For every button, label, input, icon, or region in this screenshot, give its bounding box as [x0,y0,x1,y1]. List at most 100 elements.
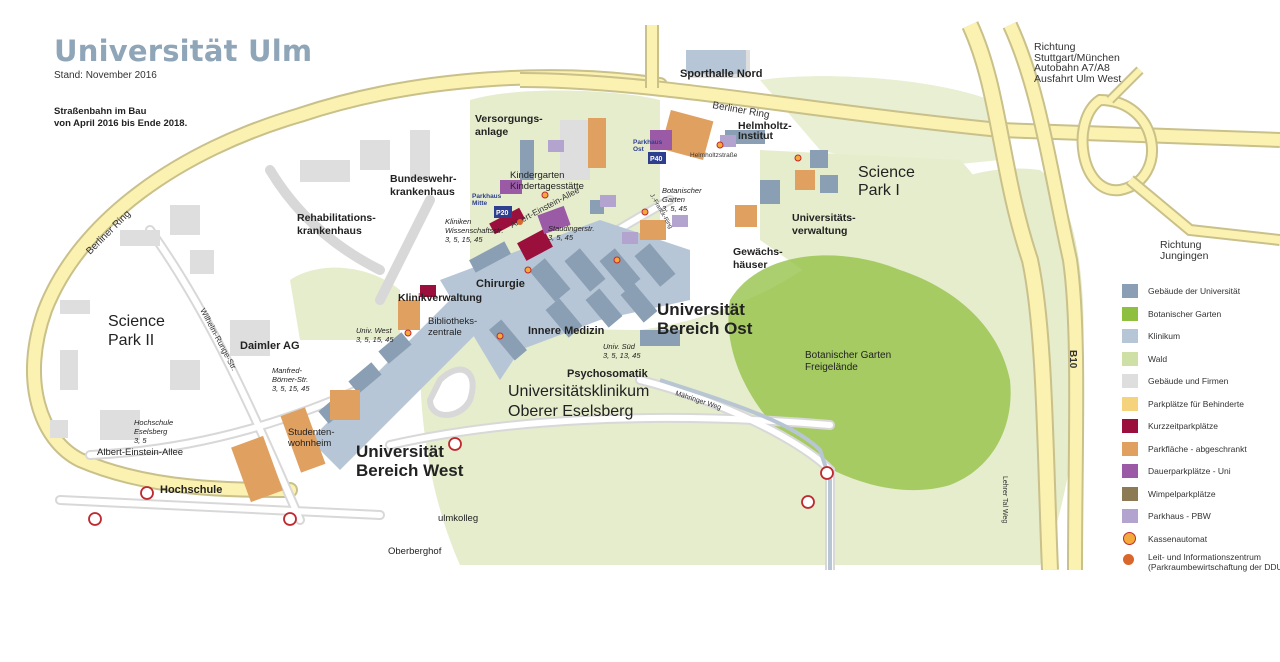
label-universitaet-ost: Universität Bereich Ost [657,300,752,338]
label-line: wohnheim [288,438,332,449]
label-botanischer-garten-freigelaende: Botanischer Garten Freigelände [805,350,891,374]
label-richtung-stuttgart: Richtung Stuttgart/München Autobahn A7/A… [1034,42,1121,84]
construction-note: Straßenbahn im Bau von April 2016 bis En… [54,106,187,130]
legend-label: Parkplätze für Behinderte [1148,398,1244,409]
campus-map: P20 P40 Berliner Ring Berliner Ring Albe… [26,21,1280,570]
label-line: verwaltung [792,225,848,237]
label-line: Kindertagesstätte [510,181,584,192]
construction-note-line1: Straßenbahn im Bau [54,106,147,117]
legend-label: Gebäude und Firmen [1148,376,1229,386]
helmholtzstrasse-label: Helmholtzstraße [690,152,738,159]
label-universitaet-west: Universität Bereich West [356,442,463,480]
legend-swatch [1122,464,1138,478]
legend-item: Parkplätze für Behinderte [1122,395,1280,418]
label-chirurgie: Chirurgie [476,278,525,290]
label-line: krankenhaus [390,186,455,198]
legend-label: Gebäude der Universität [1148,286,1241,296]
label-line: 3, 5, 15, 45 [272,384,310,393]
label-botanischer-garten-stop: Botanischer Garten 3, 5, 45 [662,186,702,213]
legend-swatch [1122,374,1138,388]
label-line: Universität [356,442,444,461]
label-univ-west-stop: Univ. West 3, 5, 15, 45 [356,326,394,344]
legend-swatch [1122,396,1138,411]
label-line: Universität [657,300,745,319]
label-line: 3, 5, 13, 45 [603,351,641,360]
label-hochschule-eselsberg-stop: Hochschule Eselsberg 3, 5 [134,418,173,445]
legend-label: Kurzzeitparkplätze [1148,421,1218,431]
label-bibliothekszentrale: Bibliotheks- zentrale [428,316,477,338]
label-albert-einstein-allee-bottom: Albert-Einstein-Allee [97,447,184,458]
legend-swatch [1122,306,1138,321]
label-psychosomatik: Psychosomatik [567,368,648,380]
label-line: Garten [662,195,685,204]
label-science-park-2: Science Park II [108,312,165,350]
label-line: Freigelände [805,362,858,373]
western-green [290,267,400,340]
legend-item: Parkfläche - abgeschrankt [1122,440,1280,463]
label-line: Hochschule [134,418,174,427]
richtung-line: Richtung [1160,239,1202,251]
label-line: Bibliotheks- [428,316,478,327]
label-science-park-1: Science Park I [858,164,915,200]
label-line: Science [858,164,915,181]
label-line: Studenten- [288,427,335,438]
label-line: Botanischer Garten [805,350,892,361]
label-line: Botanischer [662,186,702,195]
construction-note-line2: von April 2016 bis Ende 2018. [54,118,188,129]
legend-item: Klinikum [1122,327,1280,350]
botanic-garden-area [728,255,1011,491]
label-kindergarten: Kindergarten Kindertagesstätte [510,170,584,192]
legend-item: Botanischer Garten [1122,305,1280,328]
richtung-line: Stuttgart/München [1034,51,1120,64]
label-line: Börner-Str. [272,375,309,384]
label-innere-medizin: Innere Medizin [528,325,605,337]
label-staudingerstr: Staudingerstr. 3, 5, 45 [548,224,594,242]
map-title: Universität Ulm [54,34,313,68]
label-line: krankenhaus [297,225,362,237]
label-line: zentrale [428,327,462,338]
info-center-dot [517,219,523,225]
legend-item: Parkhaus - PBW [1122,507,1280,530]
label-line: 3, 5, 15, 45 [445,235,483,244]
label-line: Bereich West [356,461,464,480]
label-line: Kliniken [445,217,472,226]
label-line: Helmholtz- [738,120,792,132]
legend-swatch [1122,329,1138,343]
richtung-line: Richtung [1034,41,1076,53]
label-line: Univ. West [356,326,392,335]
label-universitaetsverwaltung: Universitäts- verwaltung [792,212,856,238]
label-studentenwohnheim: Studenten- wohnheim [288,427,334,449]
richtung-line: Jungingen [1160,250,1209,262]
label-line: 3, 5, 45 [662,204,688,213]
parking-areas [231,109,815,503]
parkhaus-mitte-icon [494,206,512,218]
legend-label: Parkhaus - PBW [1148,511,1211,521]
label-versorgungsanlage: Versorgungs- anlage [475,113,543,139]
label-univ-sued-stop: Univ. Süd 3, 5, 13, 45 [603,342,641,360]
legend-label: Wimpelparkplätze [1148,488,1216,499]
label-hochschule: Hochschule [160,484,223,496]
stand-date: Stand: November 2016 [54,70,157,81]
mahringer-weg [659,378,832,570]
label-ulmkolleg: ulmkolleg [438,513,479,524]
legend-item: Dauerparkplätze - Uni [1122,462,1280,485]
label-line: Universitätsklinikum [508,383,650,400]
label-gewaechshaeuser: Gewächs- häuser [733,246,783,272]
label-line: Bereich Ost [657,319,753,338]
legend-swatch [1122,351,1138,366]
label-uniklinikum: Universitätsklinikum Oberer Eselsberg [508,382,649,422]
richtung-line: Ausfahrt Ulm West [1034,72,1122,85]
label-line: Wissenschaftsstr. [445,226,504,235]
label-line: Institut [738,130,773,142]
legend-label: Leit- und Informationszentrum(Parkraumbe… [1148,552,1280,572]
kassenautomat-dots [404,141,802,340]
legend-label: Wald [1148,353,1168,364]
legend-item: Kassenautomat [1122,530,1280,553]
label-sporthalle: Sporthalle Nord [680,68,763,80]
label-line: Park II [108,332,155,349]
tram-stops [88,437,834,526]
legend-item: Gebäude der Universität [1122,282,1280,305]
roundabout [426,366,476,418]
label-line: Mitte [472,200,488,207]
